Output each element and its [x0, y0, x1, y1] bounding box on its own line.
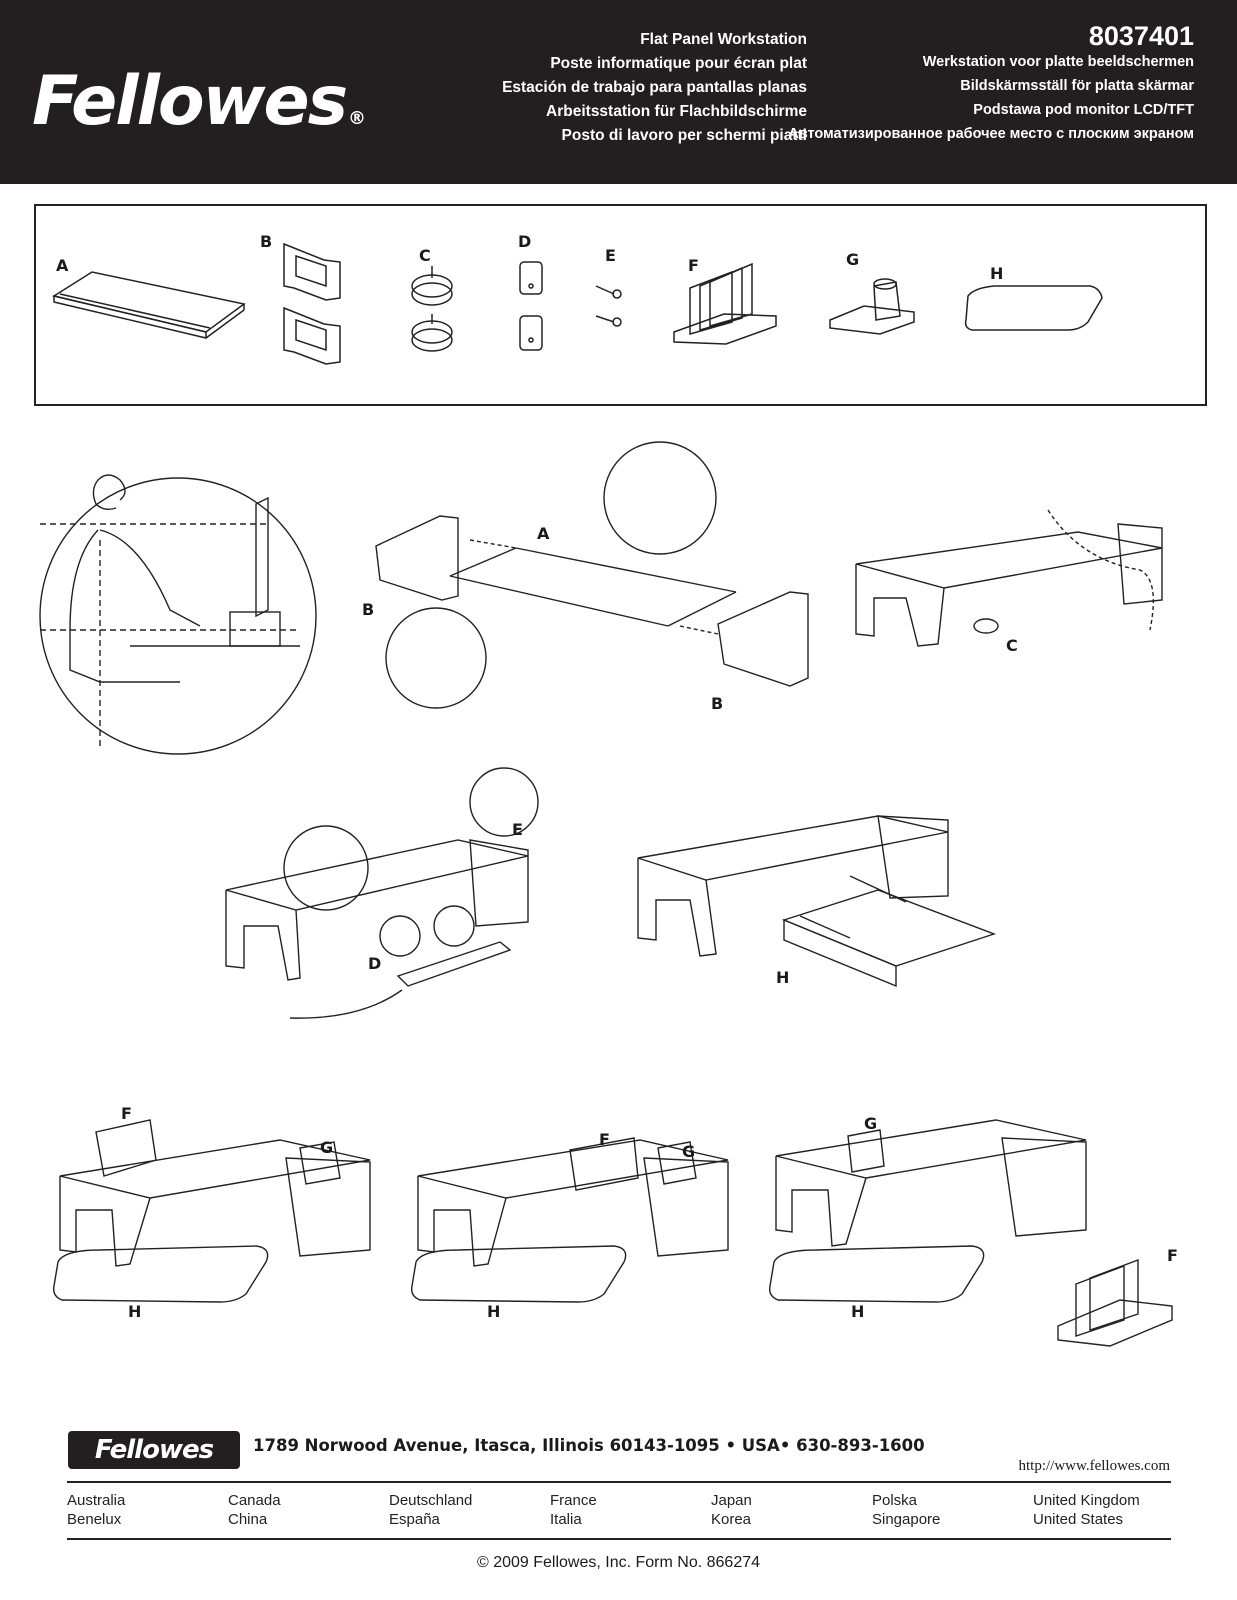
config2-organizer-center [410, 1137, 729, 1303]
config1-organizer-left [52, 1119, 371, 1303]
part-label-f: F [688, 256, 699, 275]
country: Korea [711, 1511, 752, 1528]
part-label-h: H [990, 264, 1004, 283]
step2-cable-clip [855, 509, 1163, 647]
fig-label-c: C [1006, 636, 1018, 655]
copyright-notice: © 2009 Fellowes, Inc. Form No. 866274 [476, 1554, 761, 1571]
title-line: Автоматизированное рабочее место с плоск… [788, 126, 1194, 142]
parts-illustrations [52, 242, 1103, 365]
title-line: Poste informatique pour écran plat [550, 55, 807, 72]
clip-part-c [411, 266, 453, 352]
company-address: 1789 Norwood Avenue, Itasca, Illinois 60… [253, 1436, 925, 1455]
fig-label-a: A [537, 524, 550, 543]
model-number: 8037401 [1088, 21, 1194, 51]
title-line: Werkstation voor platte beeldschermen [922, 54, 1194, 70]
fig-label-f: F [1167, 1246, 1178, 1265]
fig-label-h: H [487, 1302, 501, 1321]
fig-label-g: G [320, 1138, 334, 1157]
divider [67, 1481, 1171, 1483]
config3-organizer-right [768, 1119, 1173, 1347]
step4-laptop-tray [637, 815, 997, 988]
fig-label-h: H [776, 968, 790, 987]
country: Japan [711, 1492, 752, 1509]
country: Deutschland [389, 1492, 473, 1509]
product-titles-right: 8037401 Werkstation voor platte beeldsch… [788, 22, 1194, 146]
brand-logo: Fellowes® [32, 62, 366, 141]
title-line: Flat Panel Workstation [640, 31, 807, 48]
country: Polska [872, 1492, 918, 1509]
fig-label-d: D [368, 954, 382, 973]
bracket-part-d [519, 261, 543, 351]
country: España [389, 1511, 440, 1528]
country: France [550, 1492, 597, 1509]
organizer-part-f [673, 262, 777, 345]
step1-shelf-assembly [375, 441, 809, 709]
title-line: Arbeitsstation für Flachbildschirme [546, 103, 807, 120]
fig-label-h: H [128, 1302, 142, 1321]
fig-label-b: B [711, 694, 724, 713]
country: United States [1033, 1511, 1124, 1528]
part-label-e: E [605, 246, 616, 265]
country: United Kingdom [1033, 1492, 1140, 1509]
fig-label-e: E [512, 820, 523, 839]
fig-label-f: F [121, 1104, 132, 1123]
fig-label-h: H [851, 1302, 865, 1321]
country: Australia [67, 1492, 126, 1509]
fig-label-g: G [682, 1142, 696, 1161]
part-label-d: D [518, 232, 532, 251]
mat-part-h [964, 285, 1103, 331]
part-label-a: A [56, 256, 69, 275]
country: Singapore [872, 1511, 941, 1528]
title-line: Estación de trabajo para pantallas plana… [502, 79, 807, 96]
country: Italia [550, 1511, 582, 1528]
product-titles-left: Flat Panel Workstation Poste informatiqu… [502, 28, 807, 148]
header-banner: Fellowes® Flat Panel Workstation Poste i… [0, 0, 1237, 184]
assembly-illustrations [39, 441, 1173, 1347]
parts-list-box [34, 204, 1207, 406]
part-label-b: B [260, 232, 273, 251]
screw-part-e [595, 285, 622, 327]
ergonomic-posture-diagram [39, 474, 317, 755]
tray-part-g [829, 278, 915, 335]
fig-label-b: B [362, 600, 375, 619]
country: Benelux [67, 1511, 122, 1528]
divider [67, 1538, 1171, 1540]
country: Canada [228, 1492, 281, 1509]
part-label-c: C [419, 246, 431, 265]
country: China [228, 1511, 268, 1528]
step3-power-strip-mount [225, 767, 539, 1019]
fig-label-g: G [864, 1114, 878, 1133]
part-label-g: G [846, 250, 860, 269]
title-line: Podstawa pod monitor LCD/TFT [973, 102, 1194, 118]
shelf-part-a [52, 271, 246, 339]
leg-part-b [283, 242, 341, 365]
title-line: Posto di lavoro per schermi piatti [561, 127, 807, 144]
title-line: Bildskärmsställ för platta skärmar [960, 78, 1194, 94]
footer-brand-logo: Fellowes [68, 1431, 240, 1469]
website-link[interactable]: http://www.fellowes.com [1018, 1458, 1170, 1474]
fig-label-f: F [599, 1130, 610, 1149]
